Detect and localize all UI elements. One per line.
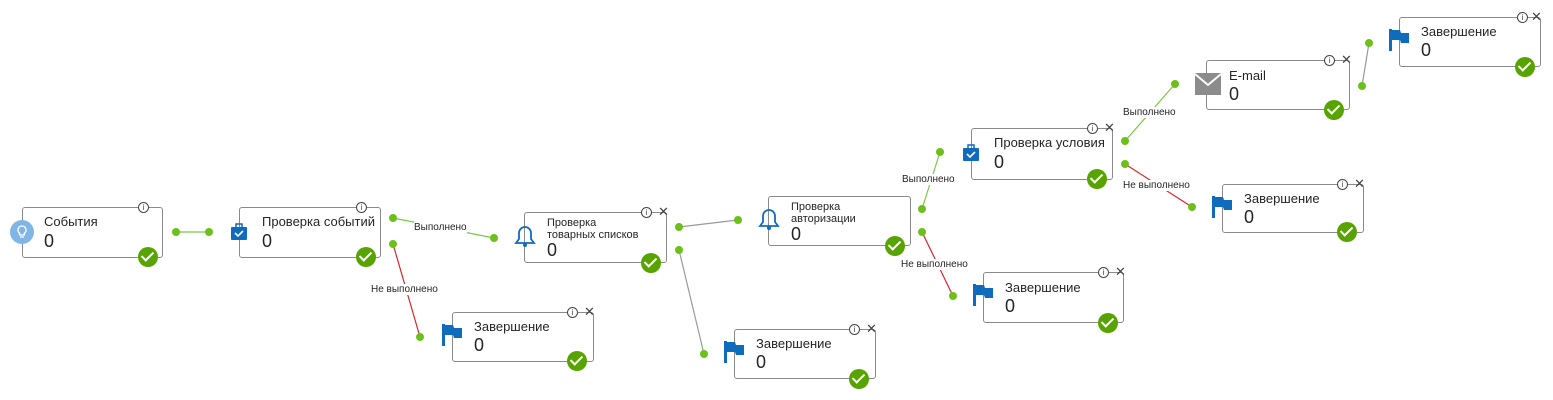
- node-title: Завершение: [756, 336, 832, 351]
- info-icon[interactable]: i: [641, 207, 652, 218]
- node-count: 0: [994, 152, 1005, 172]
- check-circle-icon: [1337, 222, 1357, 242]
- info-icon[interactable]: i: [1337, 179, 1348, 190]
- node-count: 0: [44, 231, 55, 251]
- edge-email-end5[interactable]: [1361, 42, 1370, 87]
- node-count: 0: [1244, 207, 1255, 227]
- check-circle-icon: [1324, 100, 1344, 120]
- node-count: 0: [1005, 296, 1016, 316]
- node-end-2[interactable]: Завершение 0 i ✕: [734, 322, 877, 389]
- edge-label-not-done: Не выполнено: [901, 259, 968, 270]
- info-icon[interactable]: i: [1324, 55, 1335, 66]
- info-icon[interactable]: i: [138, 202, 149, 213]
- node-count: 0: [756, 352, 767, 372]
- node-count: 0: [262, 231, 273, 251]
- edge-label-not-done: Не выполнено: [1123, 180, 1190, 191]
- check-circle-icon: [849, 369, 869, 389]
- close-icon[interactable]: ✕: [1531, 9, 1542, 24]
- check-circle-icon: [1087, 169, 1107, 189]
- node-email[interactable]: E-mail 0 i ✕: [1206, 53, 1352, 120]
- briefcase-check-icon: [231, 223, 247, 240]
- node-check-condition[interactable]: Проверка условия 0 i ✕: [971, 121, 1115, 189]
- check-circle-icon: [567, 351, 587, 371]
- node-title: Проверка условия: [994, 135, 1105, 150]
- close-icon[interactable]: ✕: [1354, 176, 1365, 191]
- briefcase-check-icon: [963, 144, 979, 161]
- flag-icon: [724, 341, 744, 363]
- check-circle-icon: [356, 247, 376, 267]
- edge-label-done: Выполнено: [902, 174, 955, 185]
- info-icon[interactable]: i: [1098, 267, 1109, 278]
- close-icon[interactable]: ✕: [1115, 264, 1126, 279]
- node-end-1[interactable]: Завершение 0 i ✕: [452, 305, 595, 371]
- flag-icon: [442, 324, 462, 346]
- edge-lists-end2[interactable]: [678, 249, 705, 355]
- flag-icon: [1212, 196, 1232, 218]
- node-title: Завершение: [1421, 24, 1497, 39]
- check-circle-icon: [1515, 57, 1535, 77]
- node-title: E-mail: [1229, 68, 1266, 83]
- node-count: 0: [547, 240, 558, 260]
- node-count: 0: [791, 224, 802, 244]
- node-end-4[interactable]: Завершение 0 i ✕: [1222, 177, 1365, 242]
- node-count: 0: [474, 335, 485, 355]
- node-count: 0: [1421, 40, 1432, 60]
- node-check-events[interactable]: Проверка событий 0 i: [239, 202, 381, 267]
- flag-icon: [973, 284, 993, 306]
- node-title: Завершение: [474, 319, 550, 334]
- bell-icon: [758, 209, 780, 230]
- info-icon[interactable]: i: [1087, 123, 1098, 134]
- close-icon[interactable]: ✕: [866, 321, 877, 336]
- flag-icon: [1389, 29, 1409, 51]
- lightbulb-icon: [10, 220, 34, 244]
- node-events[interactable]: События 0 i: [22, 202, 163, 267]
- check-circle-icon: [641, 253, 661, 273]
- bell-icon: [514, 226, 536, 247]
- info-icon[interactable]: i: [1517, 12, 1528, 23]
- mail-icon: [1194, 73, 1222, 95]
- connector-ports[interactable]: [172, 39, 1373, 358]
- edge-label-not-done: Не выполнено: [371, 284, 438, 295]
- check-circle-icon: [885, 236, 905, 256]
- node-title: Проверка событий: [262, 214, 375, 229]
- node-title: Завершение: [1005, 280, 1081, 295]
- node-check-lists[interactable]: Проверка товарных списков 0 i ✕: [524, 205, 669, 273]
- node-title: События: [44, 214, 98, 229]
- close-icon[interactable]: ✕: [1341, 52, 1352, 67]
- node-end-5[interactable]: Завершение 0 i ✕: [1399, 10, 1542, 77]
- check-circle-icon: [138, 247, 158, 267]
- info-icon[interactable]: i: [356, 202, 367, 213]
- edge-label-done: Выполнено: [1123, 107, 1176, 118]
- node-end-3[interactable]: Завершение 0 i ✕: [983, 265, 1126, 333]
- close-icon[interactable]: ✕: [584, 304, 595, 319]
- close-icon[interactable]: ✕: [1104, 120, 1115, 135]
- info-icon[interactable]: i: [567, 307, 578, 318]
- node-title: Проверка авторизации: [791, 201, 856, 225]
- edge-label-done: Выполнено: [414, 222, 467, 233]
- node-check-auth[interactable]: Проверка авторизации 0: [768, 196, 911, 256]
- info-icon[interactable]: i: [849, 324, 860, 335]
- node-title: Завершение: [1244, 191, 1320, 206]
- node-title: Проверка товарных списков: [547, 217, 639, 241]
- check-circle-icon: [1098, 313, 1118, 333]
- edge-lists-auth[interactable]: [678, 219, 739, 228]
- node-count: 0: [1229, 84, 1240, 104]
- close-icon[interactable]: ✕: [658, 204, 669, 219]
